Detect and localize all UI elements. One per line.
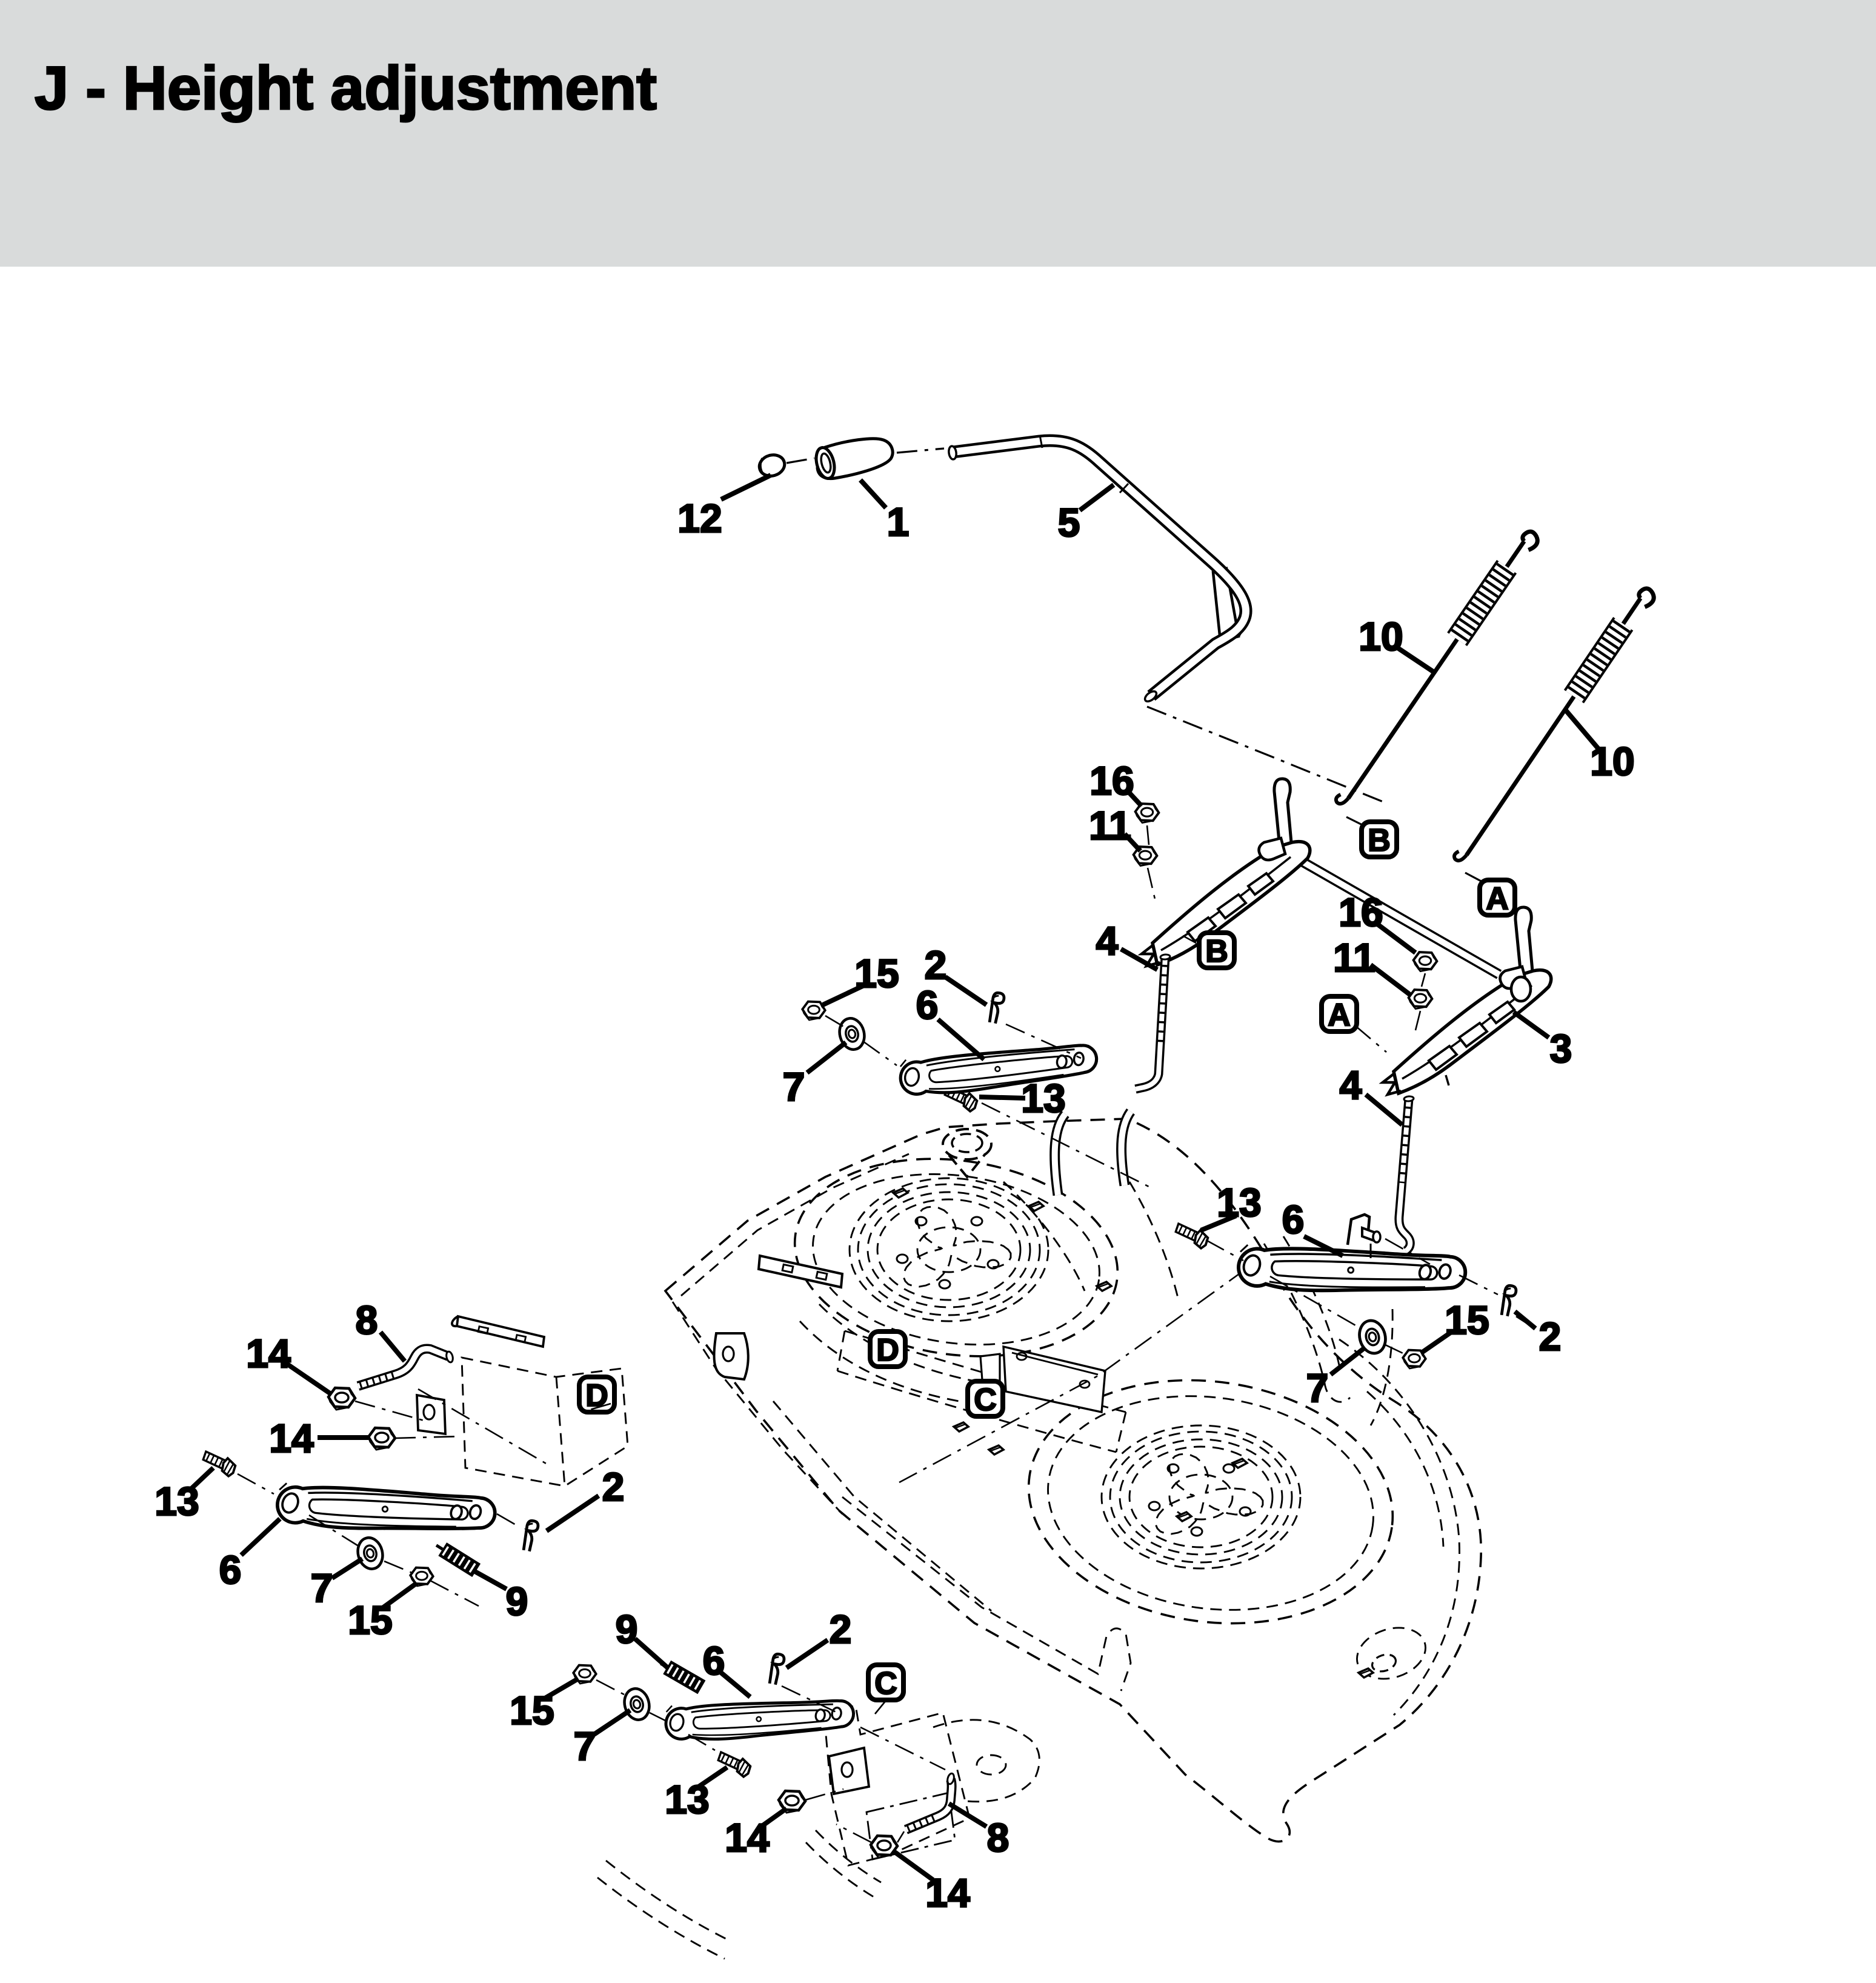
svg-text:13: 13	[155, 1479, 199, 1524]
svg-text:12: 12	[677, 496, 722, 541]
svg-text:B: B	[1205, 934, 1228, 969]
svg-text:9: 9	[616, 1607, 638, 1651]
svg-text:4: 4	[1096, 918, 1119, 963]
svg-text:16: 16	[1089, 758, 1134, 803]
svg-text:15: 15	[510, 1688, 554, 1733]
svg-text:2: 2	[602, 1464, 625, 1509]
svg-text:15: 15	[854, 951, 899, 996]
svg-text:8: 8	[356, 1298, 378, 1342]
svg-text:10: 10	[1359, 614, 1403, 659]
svg-text:14: 14	[725, 1815, 770, 1860]
svg-text:10: 10	[1590, 739, 1634, 784]
svg-text:14: 14	[246, 1331, 291, 1376]
svg-text:B: B	[1368, 823, 1391, 858]
svg-text:16: 16	[1339, 890, 1383, 935]
svg-text:5: 5	[1058, 500, 1080, 545]
svg-text:6: 6	[1282, 1197, 1305, 1242]
svg-text:8: 8	[987, 1815, 1010, 1860]
svg-text:14: 14	[925, 1870, 970, 1915]
svg-text:13: 13	[1217, 1180, 1261, 1225]
svg-text:D: D	[876, 1333, 899, 1368]
svg-text:4: 4	[1340, 1062, 1362, 1107]
svg-text:C: C	[874, 1666, 897, 1701]
svg-text:7: 7	[783, 1064, 805, 1109]
svg-text:1: 1	[887, 499, 910, 544]
svg-text:11: 11	[1333, 935, 1375, 980]
svg-text:15: 15	[348, 1598, 392, 1642]
svg-text:A: A	[1486, 881, 1509, 916]
svg-text:13: 13	[665, 1777, 709, 1822]
svg-text:6: 6	[703, 1638, 725, 1683]
svg-text:11: 11	[1089, 803, 1131, 848]
svg-text:C: C	[974, 1382, 997, 1418]
svg-text:2: 2	[830, 1607, 852, 1651]
svg-text:J - Height adjustment: J - Height adjustment	[35, 55, 657, 122]
svg-text:2: 2	[1539, 1314, 1562, 1359]
svg-text:2: 2	[925, 942, 947, 987]
svg-text:A: A	[1328, 998, 1351, 1033]
svg-text:9: 9	[506, 1579, 528, 1624]
svg-text:6: 6	[916, 982, 939, 1027]
svg-text:15: 15	[1445, 1298, 1489, 1342]
svg-text:7: 7	[574, 1724, 596, 1768]
svg-text:14: 14	[269, 1416, 314, 1461]
svg-text:13: 13	[1021, 1076, 1065, 1121]
svg-text:6: 6	[219, 1547, 242, 1592]
svg-text:7: 7	[311, 1565, 333, 1610]
svg-text:7: 7	[1306, 1365, 1329, 1410]
svg-text:3: 3	[1550, 1026, 1572, 1071]
